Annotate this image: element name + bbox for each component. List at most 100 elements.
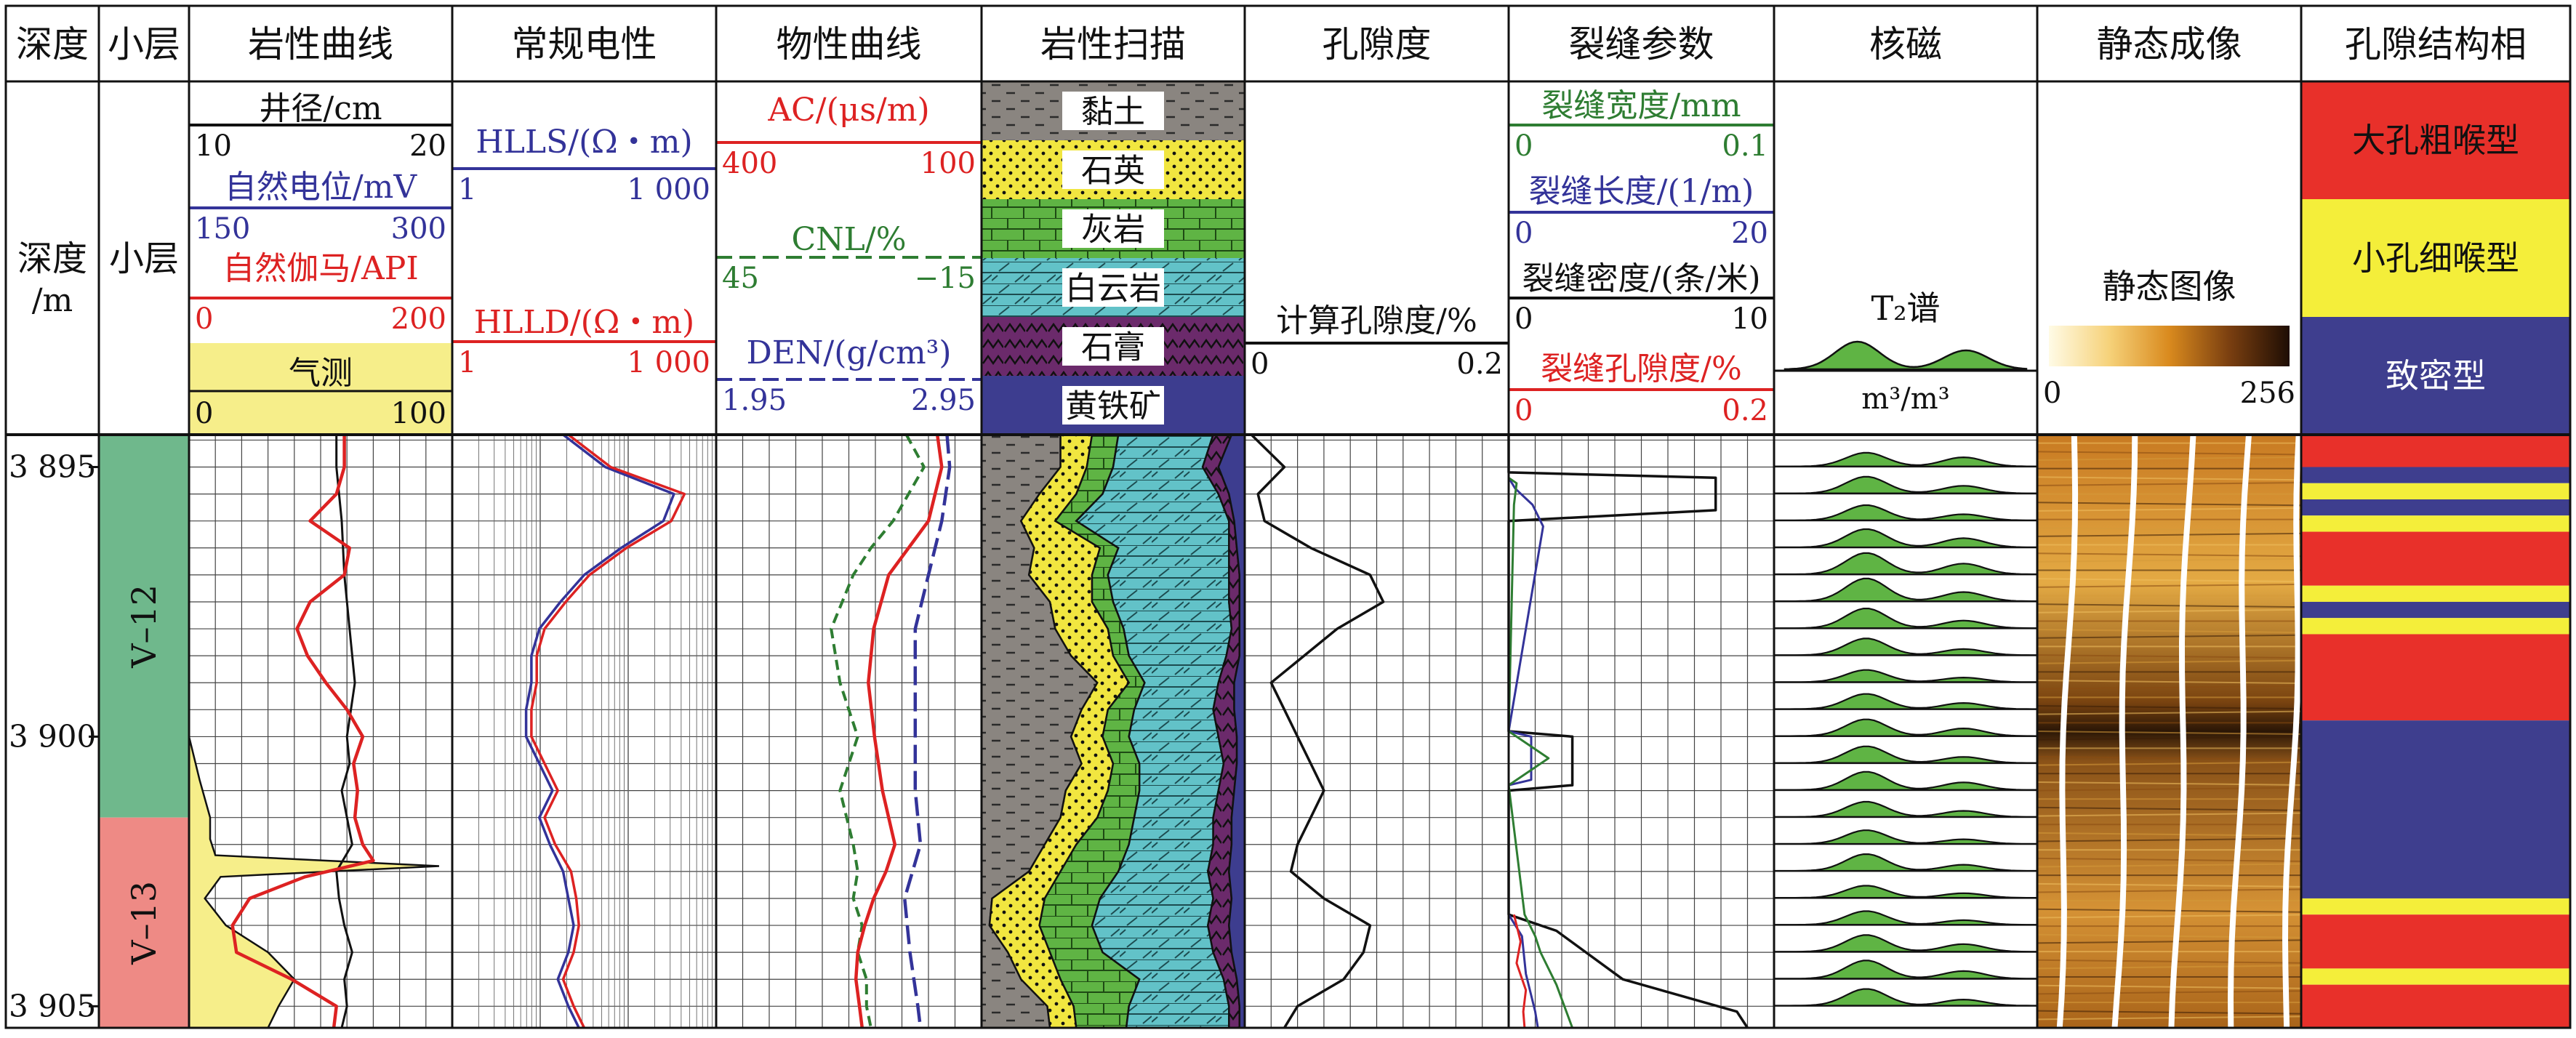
gas-legend-fill [189,343,452,435]
den-max: 2.95 [911,384,976,417]
static-image-banding [2037,837,2302,842]
depth-header-label: 深度 [17,238,87,279]
static-image-banding [2037,736,2302,741]
scan-legend-label-bg-2 [1062,209,1164,248]
static-image-banding [2037,882,2302,888]
pore-legend-swatch-0 [2301,81,2570,199]
static-image-banding [2037,731,2302,735]
ac-curve [854,435,944,1028]
nmr-spectrum-16 [1773,885,2039,899]
static-image-banding [2037,990,2302,995]
scan-legend-label-bg-3 [1062,268,1164,307]
static-image-banding [2037,761,2302,766]
nmr-spectrum-17 [1773,910,2039,926]
porosity-min: 0 [1251,347,1269,381]
cnl-label: CNL/% [791,221,906,258]
pore-interval-8 [2301,618,2570,635]
gas-fill [188,435,439,1028]
hlls-curve [524,435,675,1028]
static-image-banding [2037,502,2302,507]
nmr-spectrum-12 [1773,771,2039,791]
static-image-banding [2037,680,2302,685]
column-title-phys: 物性曲线 [777,23,922,65]
pore-legend-swatch-1 [2301,199,2570,317]
fracture-length-curve [1507,435,1544,1028]
static-image-banding [2037,659,2302,664]
column-title-elec: 常规电性 [512,23,657,65]
caliper-max: 20 [409,129,446,163]
pore-interval-2 [2301,483,2570,500]
fracture-length-label: 裂缝长度/(1/m) [1529,173,1754,210]
static-image-banding [2037,888,2302,893]
caliper-min: 10 [195,129,232,163]
static-image-banding [2037,755,2302,760]
depth-tick-label-1: 3 900 [9,718,96,754]
static-image-banding [2037,552,2302,558]
static-image-banding [2037,710,2302,715]
fracture-density-curve [1507,435,1749,1028]
hlld-max: 1 000 [627,346,710,379]
static-image-banding [2037,933,2302,938]
fracture-density-max: 10 [1731,302,1768,336]
pore-interval-3 [2301,499,2570,516]
static-image-banding [2037,984,2302,989]
nmr-spectrum-19 [1774,959,2037,980]
nmr-spectrum-20 [1773,988,2039,1007]
pore-interval-1 [2301,467,2570,483]
static-image-banding [2037,786,2302,792]
porosity-label: 计算孔隙度/% [1276,302,1477,339]
fracture-porosity-curve [1512,914,1528,1028]
nmr-spectrum-10 [1773,718,2039,737]
nmr-spectrum-4 [1773,552,2039,576]
hlld-curve [530,435,686,1028]
nmr-spectrum-1 [1773,475,2039,494]
static-image-banding [2037,608,2302,613]
ac-min: 400 [722,147,777,180]
static-image-banding [2037,939,2302,944]
static-image-pad-gap-1 [2111,435,2138,1028]
nmr-spectrum-11 [1773,745,2039,764]
static-image-pad-gap-2 [2168,435,2196,1028]
nmr-spectrum-0 [1773,451,2039,467]
pore-interval-5 [2301,531,2570,586]
static-image-banding [2037,965,2302,970]
hlls-max: 1 000 [627,173,710,206]
static-image-banding [2037,806,2302,811]
nmr-spectrum-18 [1773,934,2039,953]
caliper-curve [335,435,356,1028]
porosity-curve [1250,435,1385,1028]
gas-max: 100 [391,397,446,430]
static-image-banding [2037,857,2302,862]
fracture-porosity-min: 0 [1514,394,1533,427]
image-color-bar [2049,326,2290,366]
cnl-max: −15 [915,262,976,295]
nmr-spectrum-8 [1774,669,2037,683]
nmr-spectrum-6 [1773,608,2039,629]
cnl-min: 45 [722,262,759,295]
depth-tick-label-2: 3 905 [9,988,96,1023]
static-image-banding [2037,507,2302,512]
static-image-banding [2037,476,2302,481]
static-image-pad-gap-0 [2056,435,2079,1028]
sp-label: 自然电位/mV [225,169,418,206]
nmr-unit-label: m³/m³ [1861,382,1949,416]
static-image-banding [2037,634,2302,639]
nmr-spectrum-3 [1773,528,2039,549]
static-image-banding [2037,705,2302,710]
nmr-spectrum-15 [1773,853,2039,872]
pore-interval-11 [2301,898,2570,915]
fracture-width-label: 裂缝宽度/mm [1541,87,1741,124]
column-title-layer: 小层 [108,23,180,65]
layer-band-0 [99,435,189,818]
nmr-spectrum-14 [1773,829,2039,845]
outer-frame [4,4,2572,1029]
hlld-label: HLLD/(Ω・m) [474,304,694,341]
scan-legend-label-2: 灰岩 [1081,212,1145,249]
den-label: DEN/(g/cm³) [746,334,951,371]
pore-interval-6 [2301,585,2570,602]
gr-label: 自然伽马/API [222,250,419,287]
pore-interval-9 [2301,634,2570,721]
pore-legend-swatch-2 [2301,317,2570,435]
static-image-pad-gap-4 [2282,435,2302,1028]
